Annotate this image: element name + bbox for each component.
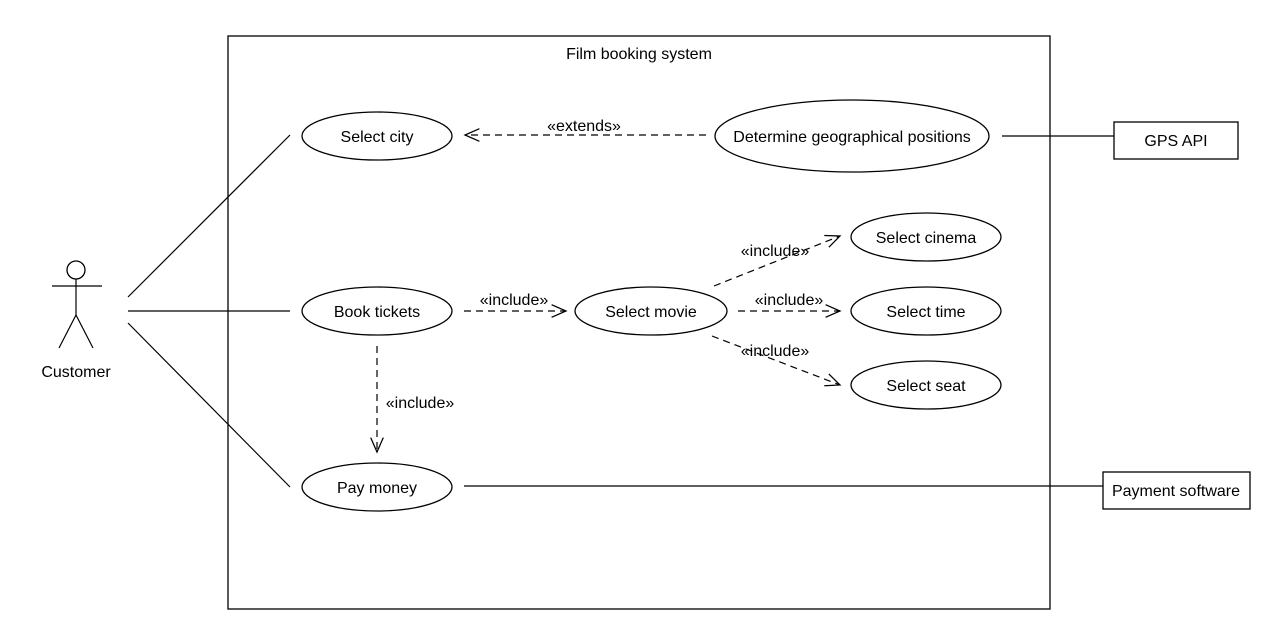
include-label-movie-time: «include» <box>755 292 824 309</box>
gps-api-label: GPS API <box>1144 133 1207 150</box>
use-case-label: Select cinema <box>876 230 977 247</box>
include-arrow-movie-cinema <box>713 234 842 287</box>
use-case-pay-money[interactable]: Pay money <box>301 462 453 512</box>
use-case-label: Book tickets <box>334 304 420 321</box>
use-case-determine-geo[interactable]: Determine geographical positions <box>714 99 990 173</box>
include-label-book-movie: «include» <box>480 292 549 309</box>
actor-right-leg <box>75 314 94 349</box>
use-case-label: Select city <box>341 129 414 146</box>
external-gps-api[interactable]: GPS API <box>1113 121 1239 160</box>
include-arrow-movie-seat <box>711 335 842 387</box>
use-case-select-movie[interactable]: Select movie <box>574 286 728 336</box>
use-case-select-seat[interactable]: Select seat <box>850 360 1002 410</box>
actor-head <box>66 260 86 280</box>
use-case-label: Determine geographical positions <box>733 129 970 146</box>
include-label-movie-seat: «include» <box>741 343 810 360</box>
use-case-label: Select time <box>886 304 965 321</box>
external-payment-software[interactable]: Payment software <box>1102 471 1251 510</box>
payment-software-label: Payment software <box>1112 483 1240 500</box>
include-label-book-pay: «include» <box>386 395 455 412</box>
use-case-select-time[interactable]: Select time <box>850 286 1002 336</box>
use-case-label: Select seat <box>886 378 966 395</box>
use-case-select-city[interactable]: Select city <box>301 111 453 161</box>
association-customer-select-city <box>127 134 291 298</box>
extends-label: «extends» <box>547 118 621 135</box>
use-case-label: Select movie <box>605 304 697 321</box>
include-label-movie-cinema: «include» <box>741 243 810 260</box>
actor-left-leg <box>58 314 77 349</box>
actor-customer[interactable]: Customer <box>41 260 111 381</box>
use-case-select-cinema[interactable]: Select cinema <box>850 212 1002 262</box>
association-customer-pay-money <box>127 322 291 488</box>
actor-label: Customer <box>41 364 111 381</box>
system-title: Film booking system <box>566 46 712 63</box>
use-case-label: Pay money <box>337 480 417 497</box>
use-case-book-tickets[interactable]: Book tickets <box>301 286 453 336</box>
